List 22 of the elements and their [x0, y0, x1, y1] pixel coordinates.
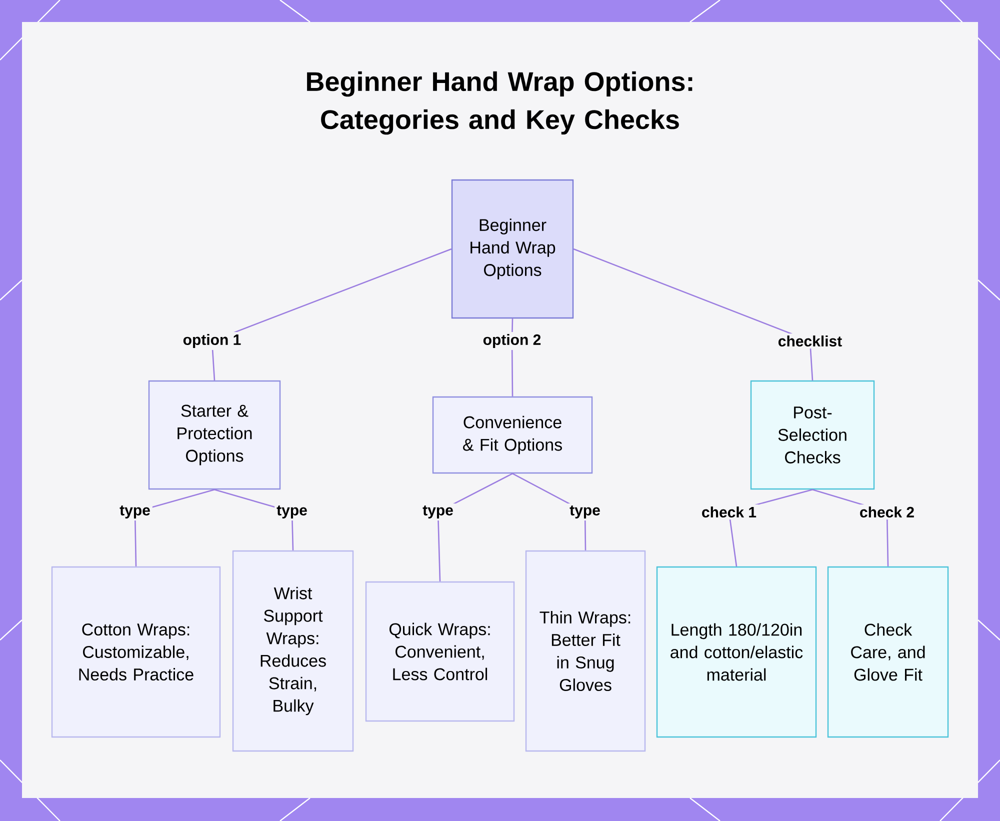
category-box: Convenience & Fit Options	[432, 396, 593, 474]
connector	[573, 248, 814, 380]
edge-label: type	[420, 504, 456, 520]
edge-label: type	[568, 504, 602, 520]
check-box: Length 180/120in and cotton/elastic material	[656, 566, 817, 738]
root-box: Beginner Hand Wrap Options	[451, 179, 574, 319]
edge-label: type	[274, 504, 310, 520]
category-box: Starter & Protection Options	[148, 380, 281, 490]
edge-label: check 1	[700, 504, 759, 520]
edge-label: option 2	[480, 332, 544, 350]
edge-label: type	[118, 504, 152, 520]
option-box: Wrist Support Wraps: Reduces Strain, Bulky	[232, 550, 354, 752]
connector	[211, 248, 452, 380]
check-box: Post-Selection Checks	[750, 380, 875, 490]
option-box: Cotton Wraps: Customizable, Needs Practice	[51, 566, 221, 738]
edge-label: check 2	[858, 504, 917, 520]
check-box: Check Care, and Glove Fit	[827, 566, 949, 738]
title: Beginner Hand Wrap Options: Categories and Key Checks	[307, 71, 692, 135]
option-box: Quick Wraps: Convenient, Less Control	[365, 581, 515, 722]
option-box: Thin Wraps: Better Fit in Snug Gloves	[525, 550, 646, 752]
edge-label: checklist	[776, 334, 844, 348]
edge-label: option 1	[180, 332, 244, 350]
